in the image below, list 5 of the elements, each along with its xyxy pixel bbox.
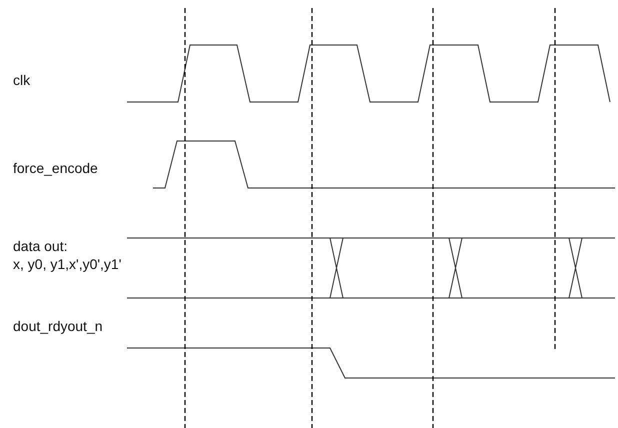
signal-name: data out:: [13, 238, 68, 254]
signal-name: x, y0, y1,x',y0',y1': [13, 256, 122, 272]
signal-name: clk: [13, 72, 30, 88]
signal-name: force_encode: [13, 160, 98, 176]
signal-name: dout_rdyout_n: [13, 318, 103, 334]
